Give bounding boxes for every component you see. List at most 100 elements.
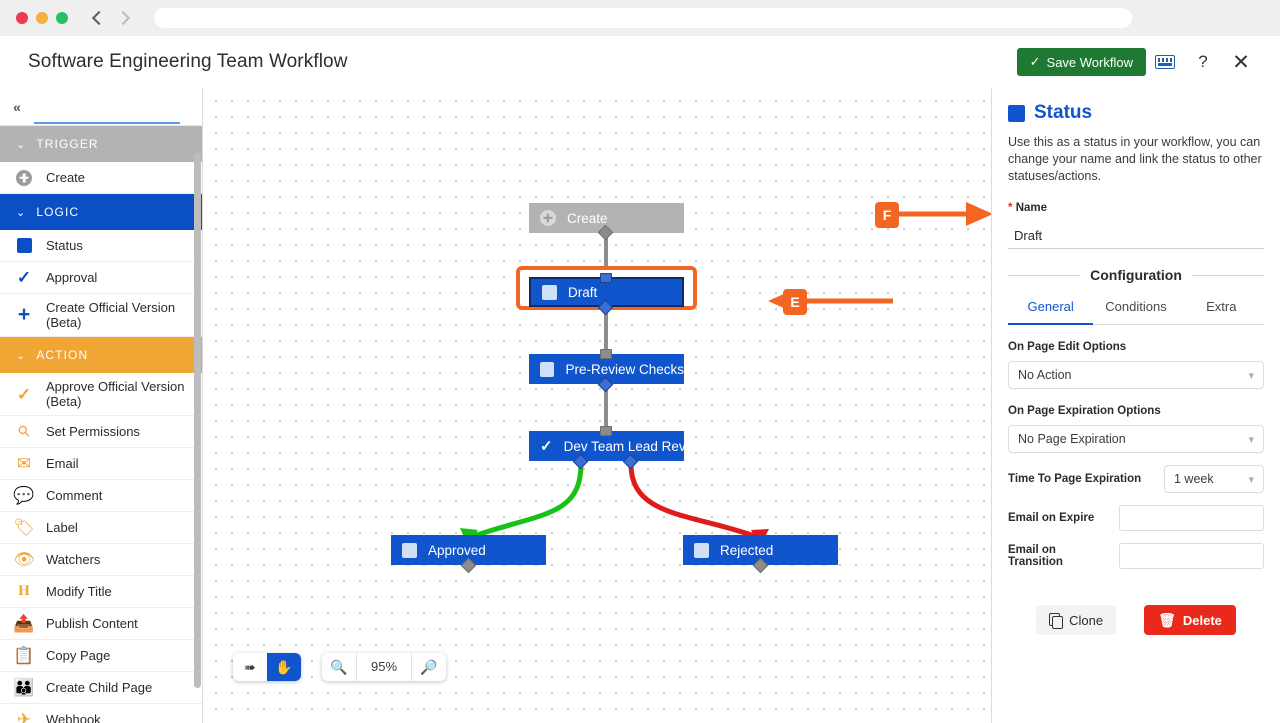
clone-button[interactable]: Clone bbox=[1036, 605, 1117, 635]
tag-icon: 🏷 bbox=[13, 518, 35, 537]
node-draft-label: Draft bbox=[568, 284, 598, 300]
name-label-text: Name bbox=[1015, 202, 1048, 214]
node-dev-team-lead-review[interactable]: ✓ Dev Team Lead Revi... bbox=[529, 431, 700, 461]
email-on-expire-input[interactable] bbox=[1119, 505, 1264, 531]
zoom-out-icon[interactable]: 🔎 bbox=[420, 658, 438, 675]
palette-group-logic[interactable]: ⌄ LOGIC bbox=[0, 194, 202, 230]
palette-item-label: Publish Content bbox=[46, 616, 138, 631]
palette-scrollbar-thumb[interactable] bbox=[194, 153, 201, 688]
save-workflow-button[interactable]: ✓ Save Workflow bbox=[1016, 48, 1146, 76]
name-field[interactable] bbox=[1008, 223, 1264, 249]
hand-icon[interactable]: ✋ bbox=[267, 653, 301, 681]
cursor-arrow-icon[interactable]: ➠ bbox=[244, 658, 256, 675]
palette-item-approval[interactable]: ✓ Approval bbox=[0, 262, 202, 294]
palette-item-watchers[interactable]: 👁 Watchers bbox=[0, 544, 202, 576]
clone-label: Clone bbox=[1069, 612, 1104, 628]
node-draft-in-port[interactable] bbox=[600, 273, 612, 283]
status-square-icon bbox=[694, 542, 709, 558]
palette-item-copy-page[interactable]: 📋 Copy Page bbox=[0, 640, 202, 672]
annotation-f-arrowhead bbox=[966, 202, 993, 226]
question-mark-icon: ? bbox=[1198, 52, 1208, 71]
name-field-label: * Name bbox=[1008, 202, 1264, 214]
forward-chevron-icon[interactable] bbox=[115, 10, 131, 26]
chevron-down-icon: ⌄ bbox=[16, 206, 27, 219]
delete-button[interactable]: 🗑 Delete bbox=[1144, 605, 1236, 635]
chevron-down-icon: ▾ bbox=[1248, 473, 1254, 486]
palette-item-modify-title[interactable]: H Modify Title bbox=[0, 576, 202, 608]
node-dev-review-in-port[interactable] bbox=[600, 426, 612, 436]
properties-panel: Status Use this as a status in your work… bbox=[991, 88, 1280, 723]
email-on-expire-row: Email on Expire bbox=[1008, 505, 1264, 531]
check-icon: ✓ bbox=[540, 438, 553, 455]
chevron-down-icon: ▾ bbox=[1248, 433, 1254, 446]
palette-item-set-permissions[interactable]: ⚲ Set Permissions bbox=[0, 416, 202, 448]
blue-square-icon bbox=[14, 238, 34, 253]
palette-item-label: Approval bbox=[46, 270, 98, 285]
palette-item-approve-official-version[interactable]: ✓ Approve Official Version (Beta) bbox=[0, 373, 202, 416]
node-pre-review-in-port[interactable] bbox=[600, 349, 612, 359]
keyboard-icon bbox=[1155, 55, 1175, 69]
check-icon: ✓ bbox=[16, 384, 32, 404]
keyboard-shortcuts-button[interactable] bbox=[1146, 42, 1184, 82]
maximize-window-dot[interactable] bbox=[56, 12, 68, 24]
tab-conditions[interactable]: Conditions bbox=[1105, 299, 1167, 314]
palette-search-row: « bbox=[0, 88, 202, 126]
trash-icon: 🗑 bbox=[1158, 611, 1176, 628]
close-icon: ✕ bbox=[1232, 50, 1250, 74]
palette-item-email[interactable]: ✉ Email bbox=[0, 448, 202, 480]
palette-scroll-area[interactable]: ⌄ TRIGGER Create ⌄ LOGIC Status ✓ Approv… bbox=[0, 126, 202, 723]
check-icon: ✓ bbox=[16, 268, 32, 287]
palette-item-label: Webhook bbox=[46, 712, 101, 723]
zoom-in-icon[interactable]: 🔍 bbox=[330, 658, 348, 675]
email-on-transition-label: Email on Transition bbox=[1008, 544, 1063, 568]
palette-item-webhook[interactable]: ✈ Webhook bbox=[0, 704, 202, 723]
palette-group-action[interactable]: ⌄ ACTION bbox=[0, 337, 202, 373]
help-button[interactable]: ? bbox=[1184, 42, 1222, 82]
palette-item-create-child-page[interactable]: 👪 Create Child Page bbox=[0, 672, 202, 704]
app-header: Software Engineering Team Workflow ✓ Sav… bbox=[0, 36, 1280, 88]
palette-search-input[interactable] bbox=[34, 97, 180, 124]
palette-item-status[interactable]: Status bbox=[0, 230, 202, 262]
on-page-expiration-options-label: On Page Expiration Options bbox=[1008, 405, 1161, 417]
heading-h-icon: H bbox=[18, 583, 30, 599]
palette-item-create[interactable]: Create bbox=[0, 162, 202, 194]
collapse-sidebar-button[interactable]: « bbox=[13, 98, 21, 115]
on-page-expiration-options-select[interactable]: No Page Expiration ▾ bbox=[1008, 425, 1264, 453]
back-chevron-icon[interactable] bbox=[91, 10, 107, 26]
palette-item-label: Create bbox=[46, 170, 86, 185]
tab-general[interactable]: General bbox=[1008, 299, 1094, 325]
publish-arrow-icon: 📤 bbox=[13, 614, 35, 633]
time-to-page-expiration-select[interactable]: 1 week ▾ bbox=[1164, 465, 1264, 493]
palette-group-action-label: ACTION bbox=[36, 348, 89, 362]
close-window-dot[interactable] bbox=[16, 12, 28, 24]
circle-plus-icon bbox=[14, 169, 34, 186]
delete-label: Delete bbox=[1182, 612, 1222, 628]
palette-item-label: Approve Official Version (Beta) bbox=[46, 379, 185, 409]
node-pre-review-label: Pre-Review Checks bbox=[565, 361, 684, 377]
time-to-page-expiration-label: Time To Page Expiration bbox=[1008, 473, 1142, 485]
palette-group-trigger[interactable]: ⌄ TRIGGER bbox=[0, 126, 202, 162]
palette-item-label[interactable]: 🏷 Label bbox=[0, 512, 202, 544]
panel-title: Status bbox=[1034, 102, 1093, 123]
palette-item-publish-content[interactable]: 📤 Publish Content bbox=[0, 608, 202, 640]
on-page-edit-options-select[interactable]: No Action ▾ bbox=[1008, 361, 1264, 389]
canvas-mode-toolbar: ➠ ✋ bbox=[233, 653, 301, 681]
child-page-icon: 👪 bbox=[13, 678, 35, 697]
palette-item-label: Create Official Version (Beta) bbox=[46, 300, 176, 330]
required-asterisk: * bbox=[1008, 202, 1013, 214]
close-editor-button[interactable]: ✕ bbox=[1222, 42, 1260, 82]
eye-icon: 👁 bbox=[13, 550, 35, 569]
configuration-label: Configuration bbox=[1090, 267, 1182, 283]
palette-item-create-official-version[interactable]: + Create Official Version (Beta) bbox=[0, 294, 202, 337]
palette-item-label: Create Child Page bbox=[46, 680, 153, 695]
email-on-transition-input[interactable] bbox=[1119, 543, 1264, 569]
minimize-window-dot[interactable] bbox=[36, 12, 48, 24]
copy-page-icon: 📋 bbox=[13, 646, 35, 665]
palette-item-comment[interactable]: 💬 Comment bbox=[0, 480, 202, 512]
tab-extra[interactable]: Extra bbox=[1206, 299, 1237, 314]
url-input[interactable] bbox=[154, 8, 1132, 28]
email-on-transition-row: Email on Transition bbox=[1008, 543, 1264, 569]
copy-icon bbox=[1049, 613, 1064, 629]
save-workflow-label: Save Workflow bbox=[1046, 54, 1133, 70]
canvas-zoom-toolbar: 🔍 95% 🔎 bbox=[322, 653, 446, 681]
